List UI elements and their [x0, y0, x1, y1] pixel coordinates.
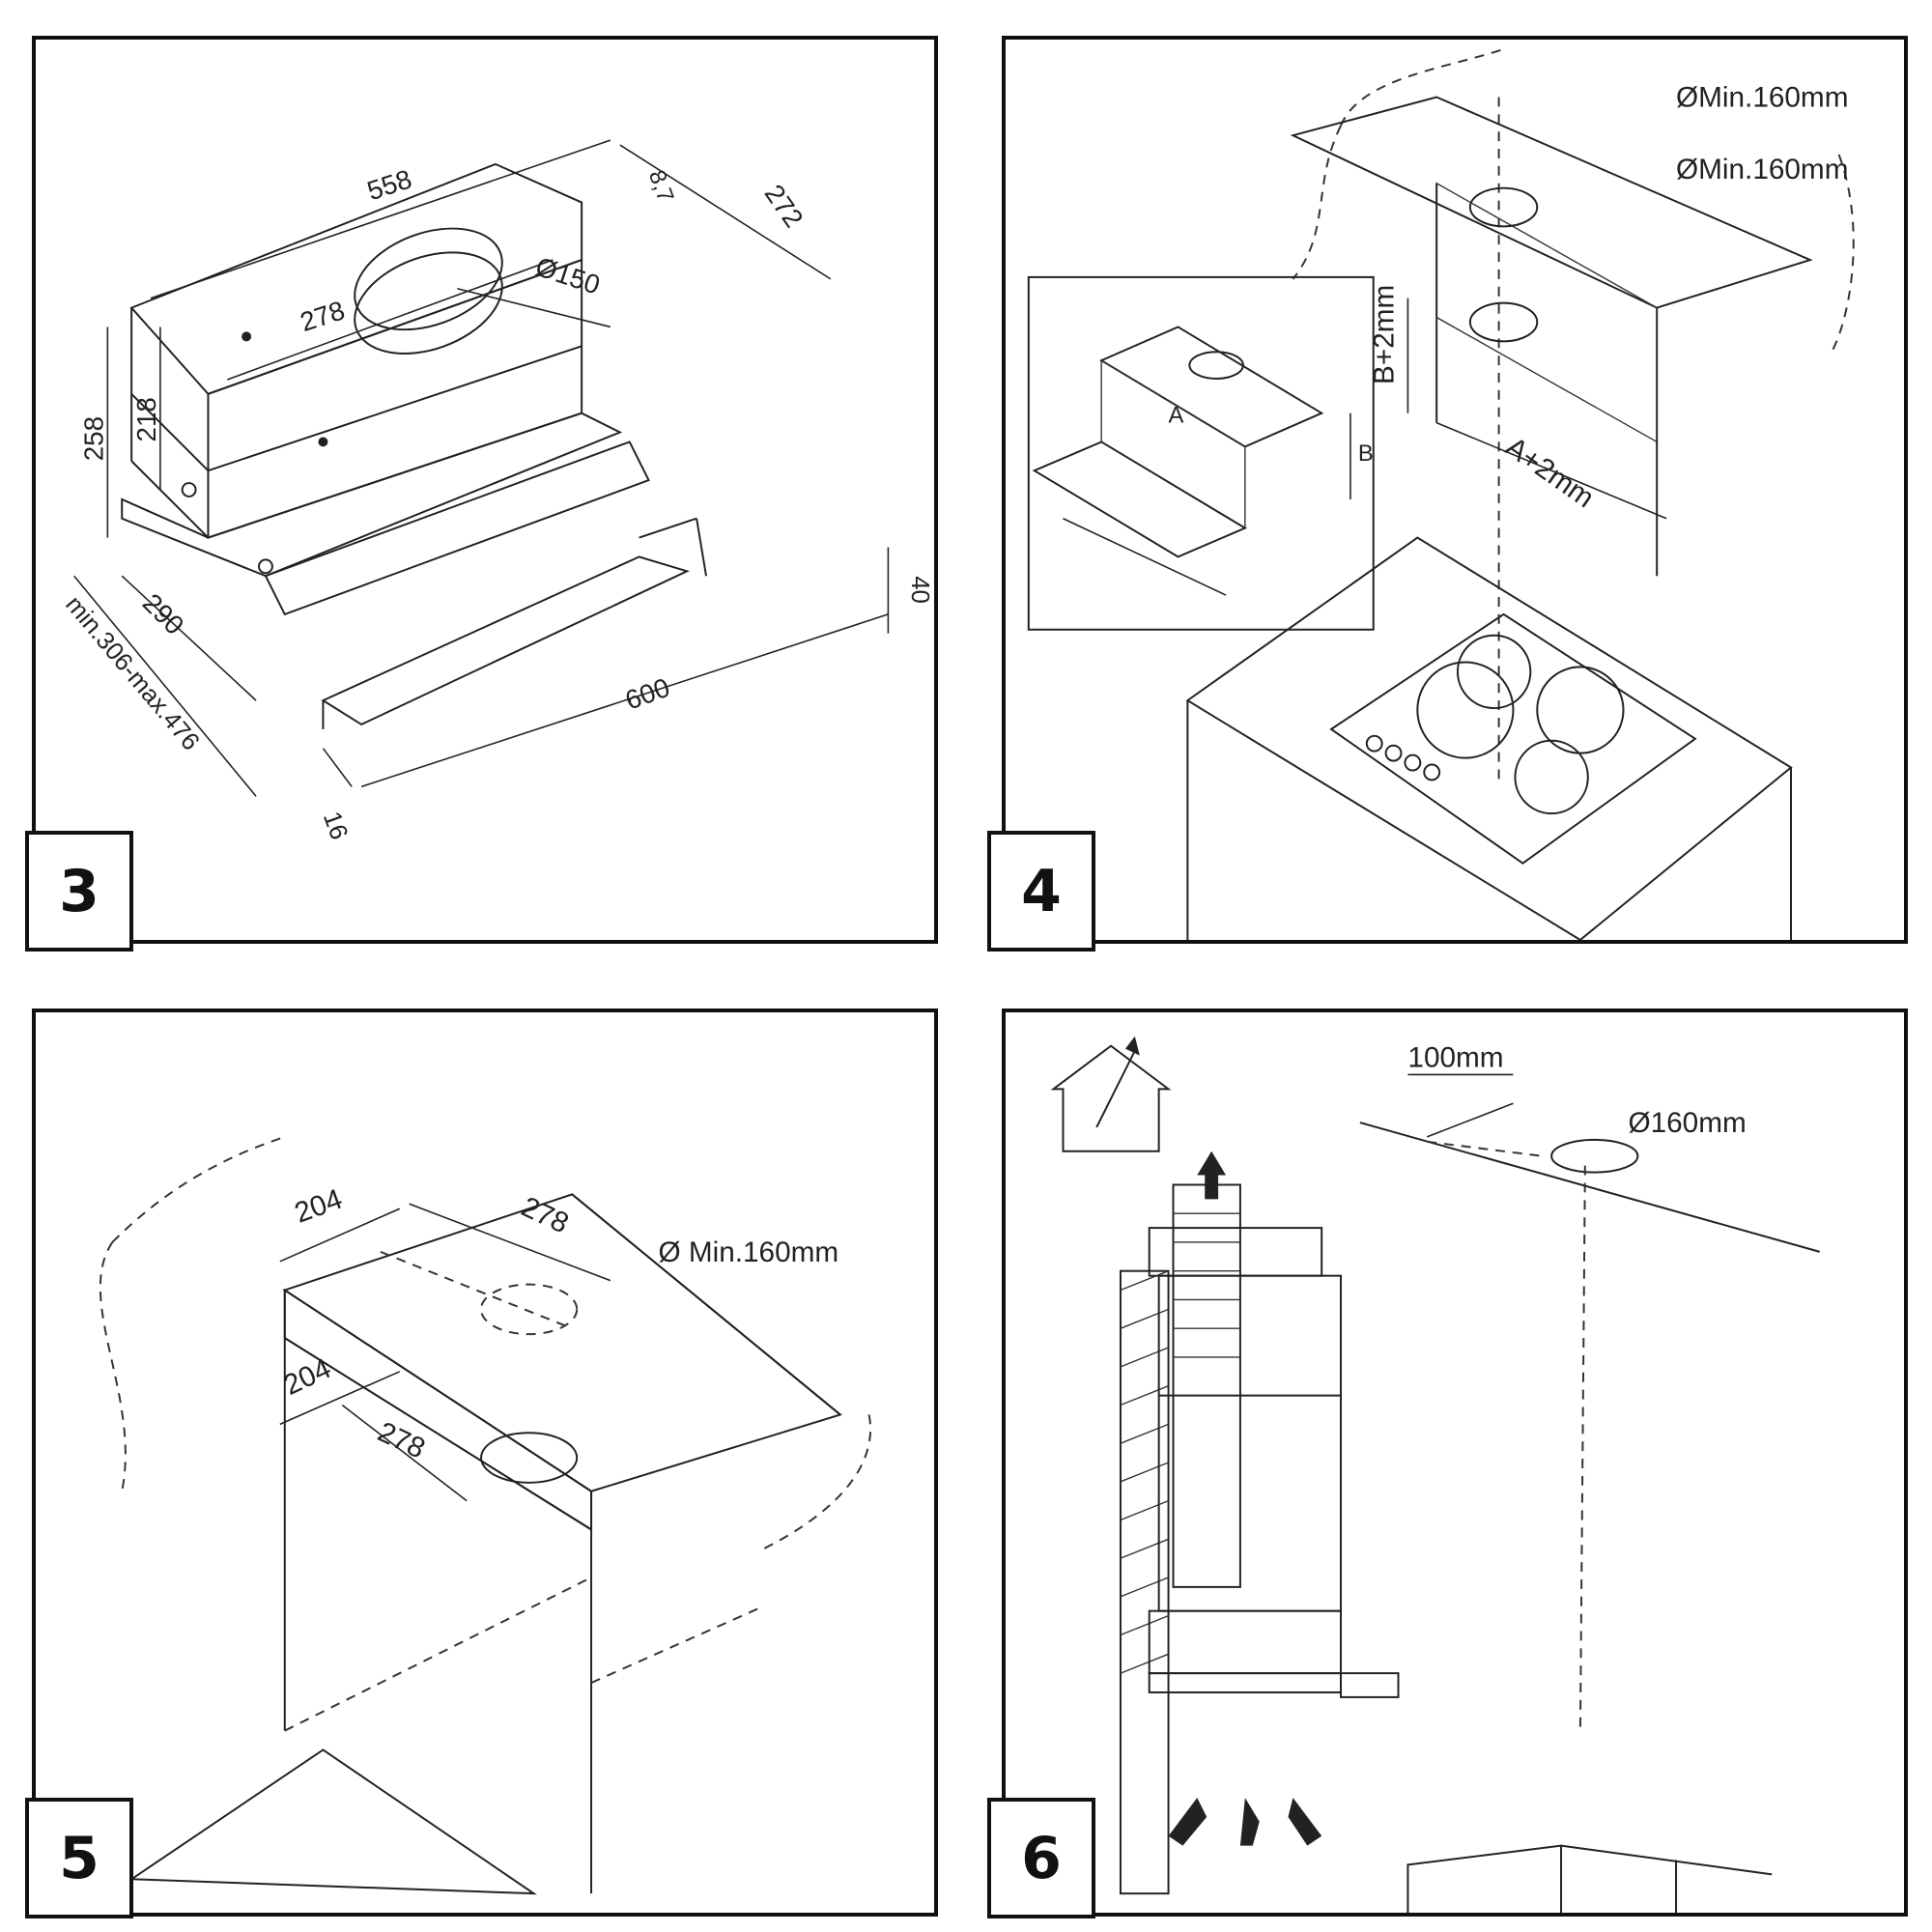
dim-204-bottom: 204	[279, 1352, 336, 1402]
dim-16: 16	[318, 809, 353, 844]
step-badge-6: 6	[987, 1798, 1095, 1918]
label-min160-bottom: ØMin.160mm	[1676, 154, 1848, 185]
label-min160: Ø Min.160mm	[658, 1236, 838, 1268]
dim-218: 218	[131, 397, 161, 441]
dim-278-top: 278	[517, 1191, 574, 1240]
exhaust-installation-drawing: 100mm Ø160mm	[1050, 1036, 1821, 1913]
up-arrow-icon	[1197, 1151, 1227, 1200]
dim-272: 272	[759, 179, 810, 233]
cutout-dimension-drawing: 204 278 Ø Min.160mm 204 278	[99, 1135, 871, 1895]
dim-150: Ø150	[532, 251, 604, 299]
airflow-arrow-icon	[1168, 1798, 1322, 1846]
dim-8-7: 8,7	[643, 167, 679, 206]
panel-6: 100mm Ø160mm	[1002, 1009, 1908, 1917]
dim-204-top: 204	[291, 1183, 347, 1230]
dim-278: 278	[297, 295, 349, 337]
dim-40: 40	[906, 576, 933, 604]
panel-3: 558 8,7 272 278 Ø150 258 218 290 min.306…	[32, 36, 938, 944]
dim-600: 600	[621, 672, 673, 716]
step-badge-4: 4	[987, 831, 1095, 952]
label-160mm: Ø160mm	[1628, 1107, 1746, 1139]
label-100mm: 100mm	[1407, 1042, 1503, 1074]
label-b: B	[1358, 440, 1374, 467]
cabinet-installation-drawing: ØMin.160mm ØMin.160mm B+2mm A+2mm A B	[1027, 47, 1855, 940]
house-exhaust-icon	[1050, 1036, 1172, 1152]
range-hood-dimension-drawing: 558 8,7 272 278 Ø150 258 218 290 min.306…	[60, 139, 933, 844]
panel-4: ØMin.160mm ØMin.160mm B+2mm A+2mm A B	[1002, 36, 1908, 944]
label-b-plus-2mm: B+2mm	[1369, 285, 1401, 384]
panel-5: 204 278 Ø Min.160mm 204 278	[32, 1009, 938, 1917]
step-badge-5: 5	[25, 1798, 133, 1918]
step-badge-3: 3	[25, 831, 133, 952]
dim-258: 258	[78, 416, 108, 461]
label-a: A	[1169, 403, 1184, 429]
label-min160-top: ØMin.160mm	[1676, 81, 1848, 113]
label-a-plus-2mm: A+2mm	[1500, 431, 1601, 514]
